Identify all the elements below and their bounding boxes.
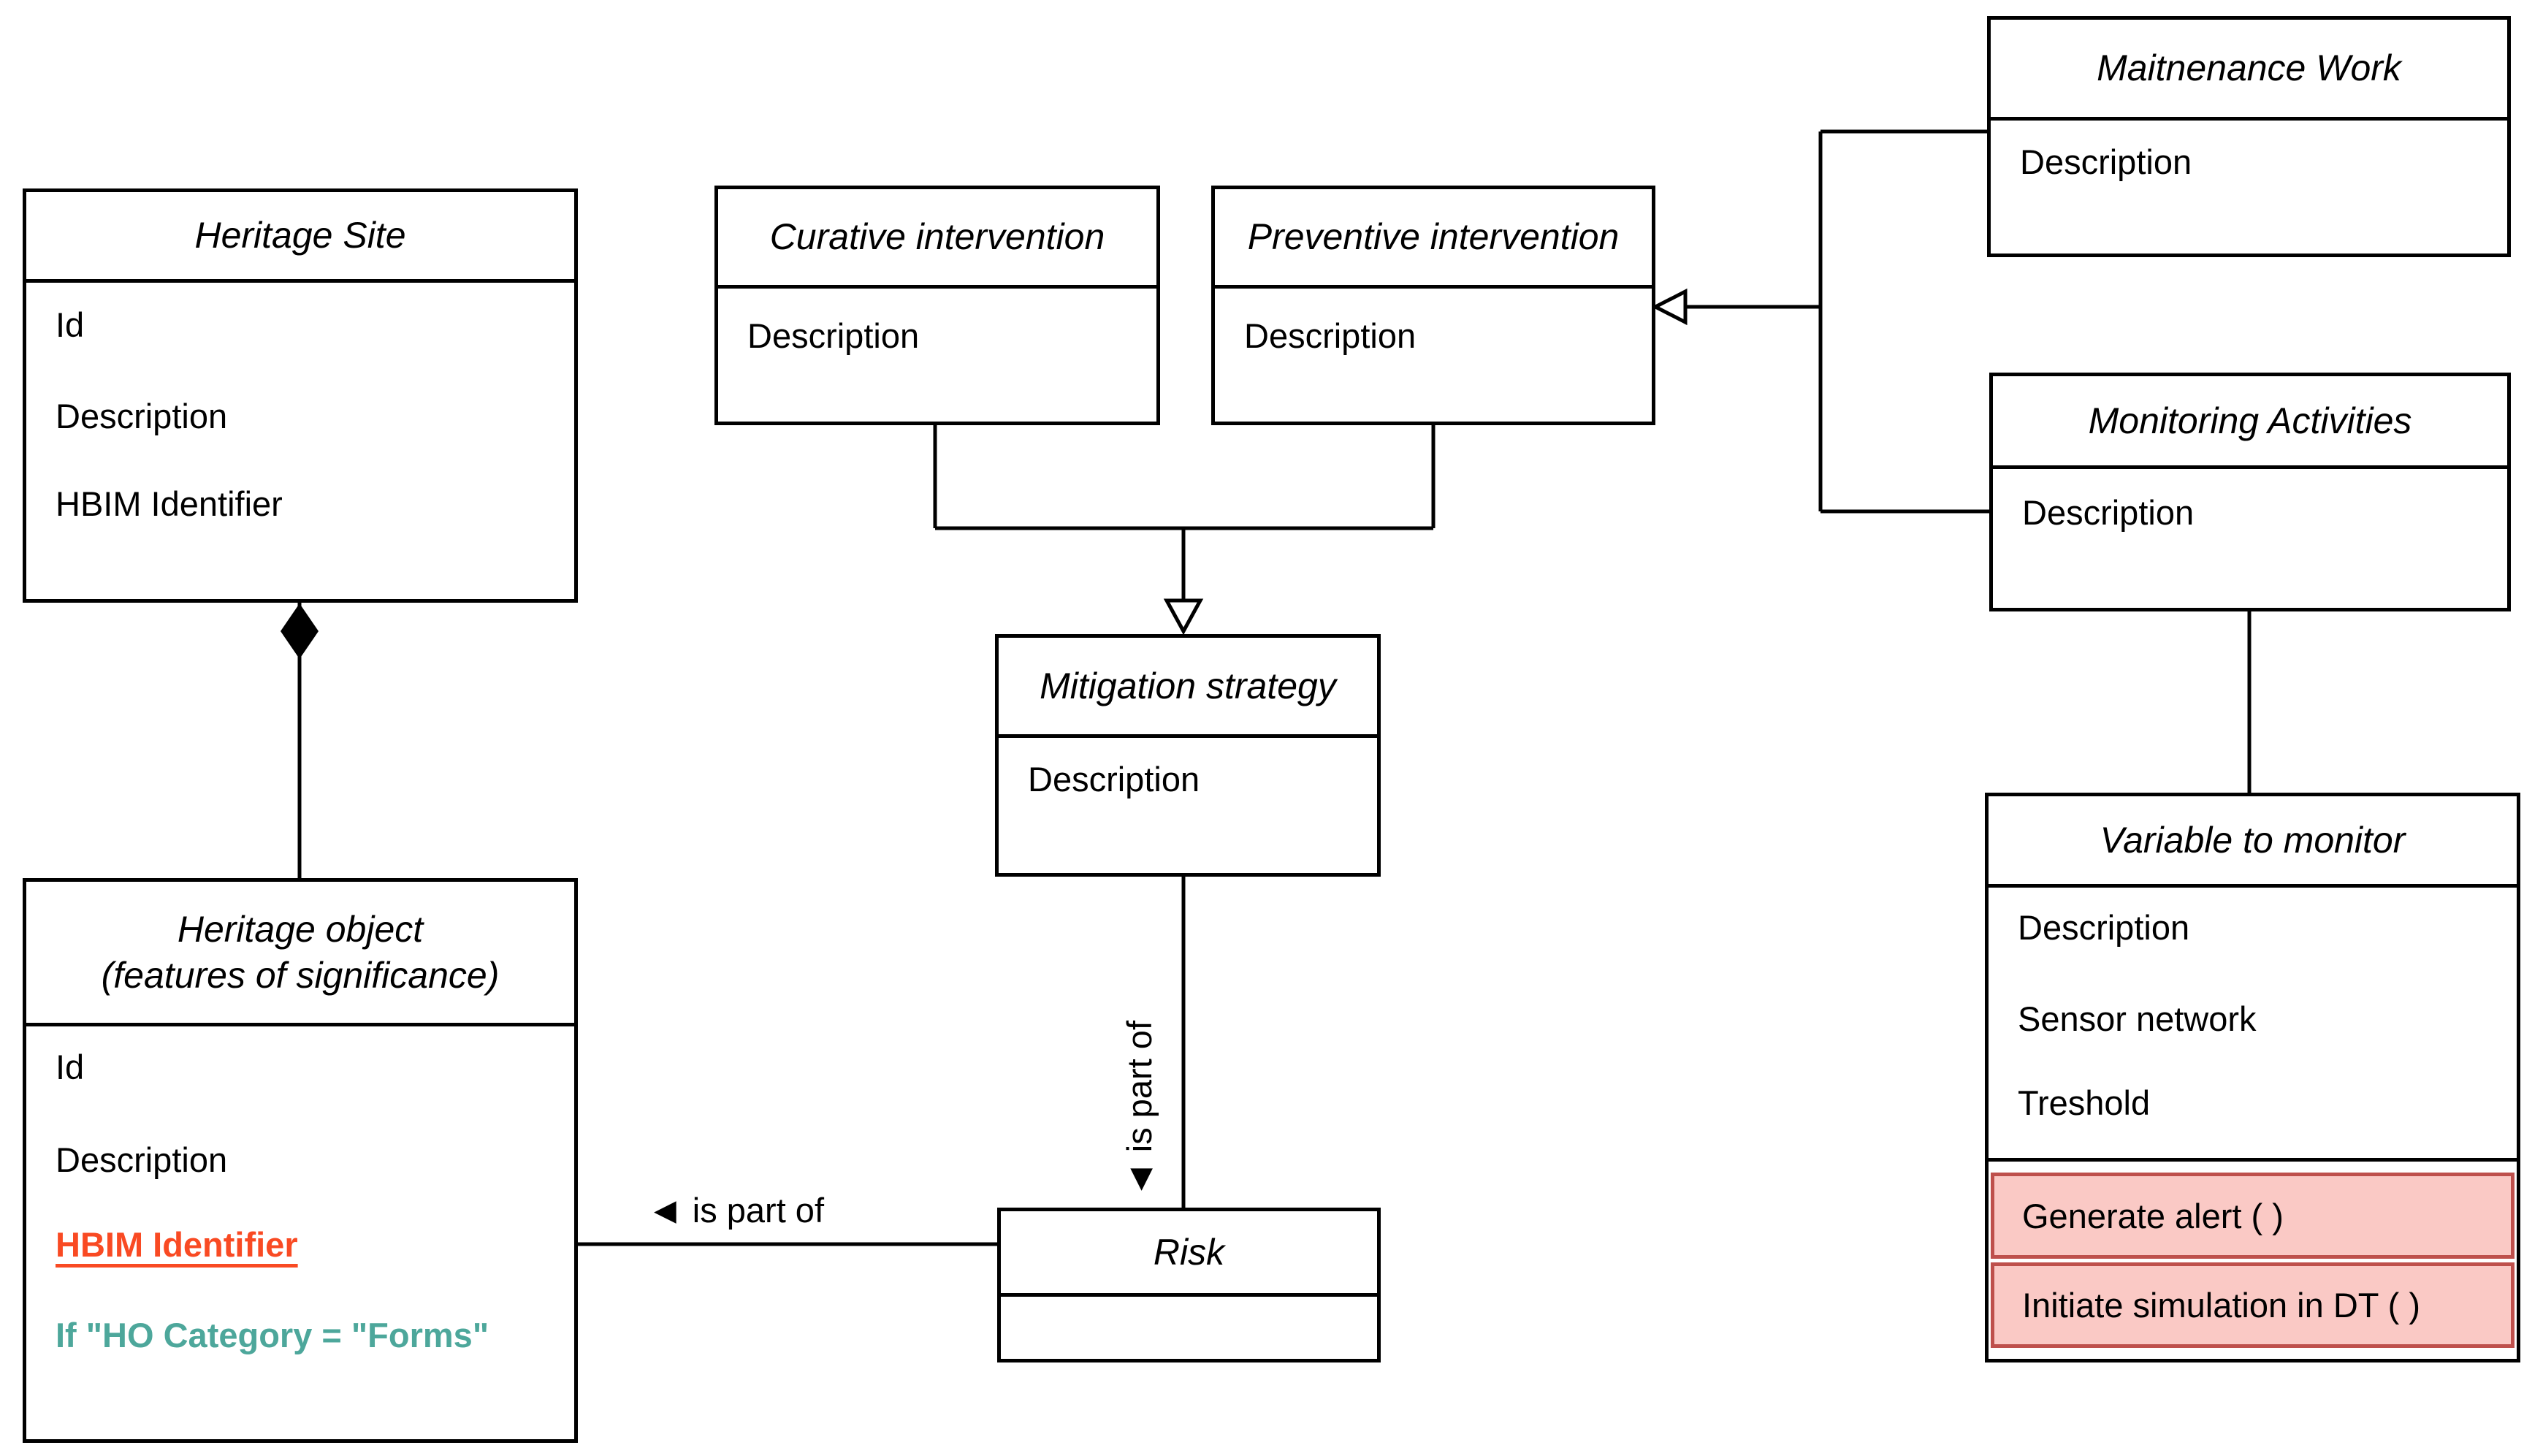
class-title: Variable to monitor bbox=[1989, 796, 2517, 888]
class-attribute: Sensor network bbox=[2018, 999, 2257, 1038]
class-title: Maitnenance Work bbox=[1991, 20, 2507, 121]
class-title: Mitigation strategy bbox=[999, 638, 1377, 738]
class-title-line2: (features of significance) bbox=[101, 954, 500, 996]
class-box-risk: Risk bbox=[997, 1208, 1381, 1362]
class-box-heritage-site: Heritage Site Id Description HBIM Identi… bbox=[23, 188, 578, 603]
class-attribute: Description bbox=[56, 397, 228, 435]
class-box-monitoring-activities: Monitoring Activities Description bbox=[1989, 373, 2511, 611]
method-generate-alert: Generate alert ( ) bbox=[1991, 1173, 2515, 1259]
edge-label-text: is part of bbox=[692, 1191, 825, 1230]
edge-label-is-part-of-horizontal: ◀ is part of bbox=[654, 1189, 990, 1232]
methods-compartment: Generate alert ( ) Initiate simulation i… bbox=[1989, 1158, 2517, 1359]
class-attribute: Id bbox=[56, 1048, 85, 1086]
class-title-line1: Heritage object bbox=[177, 908, 424, 950]
filled-down-triangle-icon: ◀ bbox=[1124, 1168, 1156, 1191]
class-attribute: Description bbox=[747, 316, 920, 355]
class-box-mitigation-strategy: Mitigation strategy Description bbox=[995, 634, 1381, 877]
class-attribute: Description bbox=[1244, 316, 1417, 355]
composition-diamond-icon bbox=[281, 603, 319, 659]
edge-label-text: is part of bbox=[1120, 1020, 1159, 1153]
class-attribute: Id bbox=[56, 305, 85, 344]
class-attribute: Description bbox=[1028, 760, 1200, 798]
class-attribute: Description bbox=[2018, 908, 2190, 947]
class-attribute: Description bbox=[56, 1140, 228, 1179]
class-title: Heritage object (features of significanc… bbox=[26, 882, 574, 1026]
class-attribute: Description bbox=[2022, 493, 2195, 532]
class-attribute-hbim-identifier: HBIM Identifier bbox=[56, 1225, 298, 1264]
filled-left-triangle-icon: ◀ bbox=[654, 1194, 676, 1227]
edge-label-is-part-of-vertical: ◀ is part of bbox=[1107, 913, 1173, 1191]
class-title: Monitoring Activities bbox=[1993, 376, 2507, 469]
class-attribute-ho-category-condition: If "HO Category = "Forms" bbox=[56, 1316, 489, 1354]
generalization-triangle-down-icon bbox=[1163, 598, 1204, 636]
class-box-preventive-intervention: Preventive intervention Description bbox=[1211, 186, 1655, 425]
method-initiate-simulation: Initiate simulation in DT ( ) bbox=[1991, 1262, 2515, 1348]
class-attribute: HBIM Identifier bbox=[56, 484, 283, 523]
class-title: Preventive intervention bbox=[1215, 189, 1652, 289]
class-attribute: Description bbox=[2020, 142, 2192, 181]
class-title: Heritage Site bbox=[26, 192, 574, 283]
class-title: Curative intervention bbox=[718, 189, 1156, 289]
class-box-variable-to-monitor: Variable to monitor Description Sensor n… bbox=[1985, 793, 2520, 1362]
class-box-heritage-object: Heritage object (features of significanc… bbox=[23, 878, 578, 1443]
class-box-curative-intervention: Curative intervention Description bbox=[714, 186, 1160, 425]
generalization-triangle-left-icon bbox=[1651, 288, 1688, 326]
class-box-maintenance-work: Maitnenance Work Description bbox=[1987, 16, 2511, 257]
intervention-merge-lines bbox=[933, 425, 1436, 599]
class-attribute: Treshold bbox=[2018, 1083, 2151, 1122]
class-title: Risk bbox=[1001, 1211, 1377, 1297]
right-column-connector-lines bbox=[1685, 129, 1991, 514]
